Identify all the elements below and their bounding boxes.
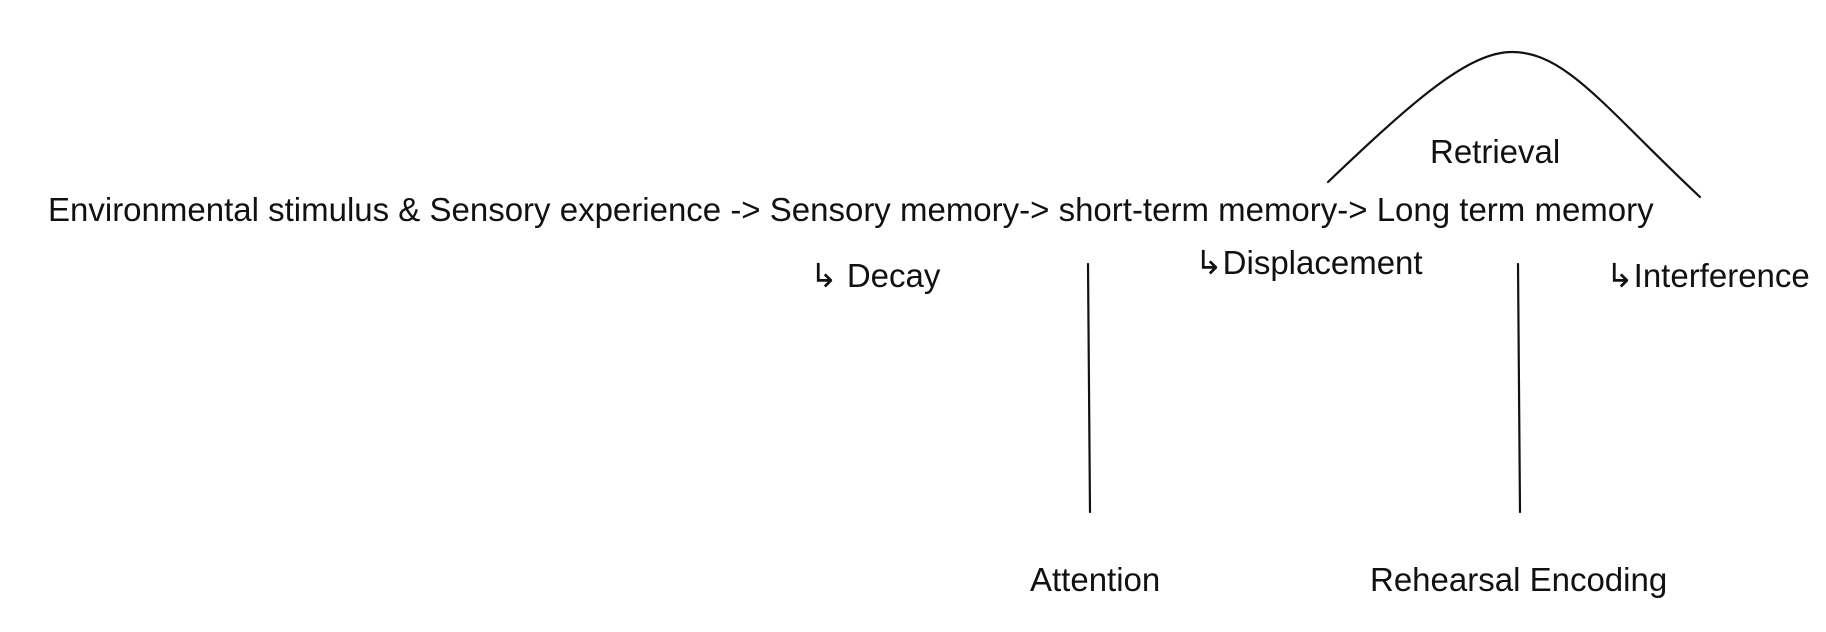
main-memory-flow-label: Environmental stimulus & Sensory experie… (48, 191, 1654, 228)
attention-connector-line (1086, 262, 1092, 514)
retrieval-label: Retrieval (1430, 133, 1561, 170)
decay-label: ↳ Decay (810, 257, 941, 294)
retrieval-arc (1326, 50, 1702, 199)
rehearsal-encoding-connector-line (1516, 262, 1522, 514)
interference-label: ↳Interference (1606, 257, 1810, 294)
rehearsal-encoding-label: Rehearsal Encoding (1370, 561, 1668, 598)
attention-label: Attention (1030, 561, 1161, 598)
displacement-label: ↳Displacement (1195, 244, 1423, 281)
